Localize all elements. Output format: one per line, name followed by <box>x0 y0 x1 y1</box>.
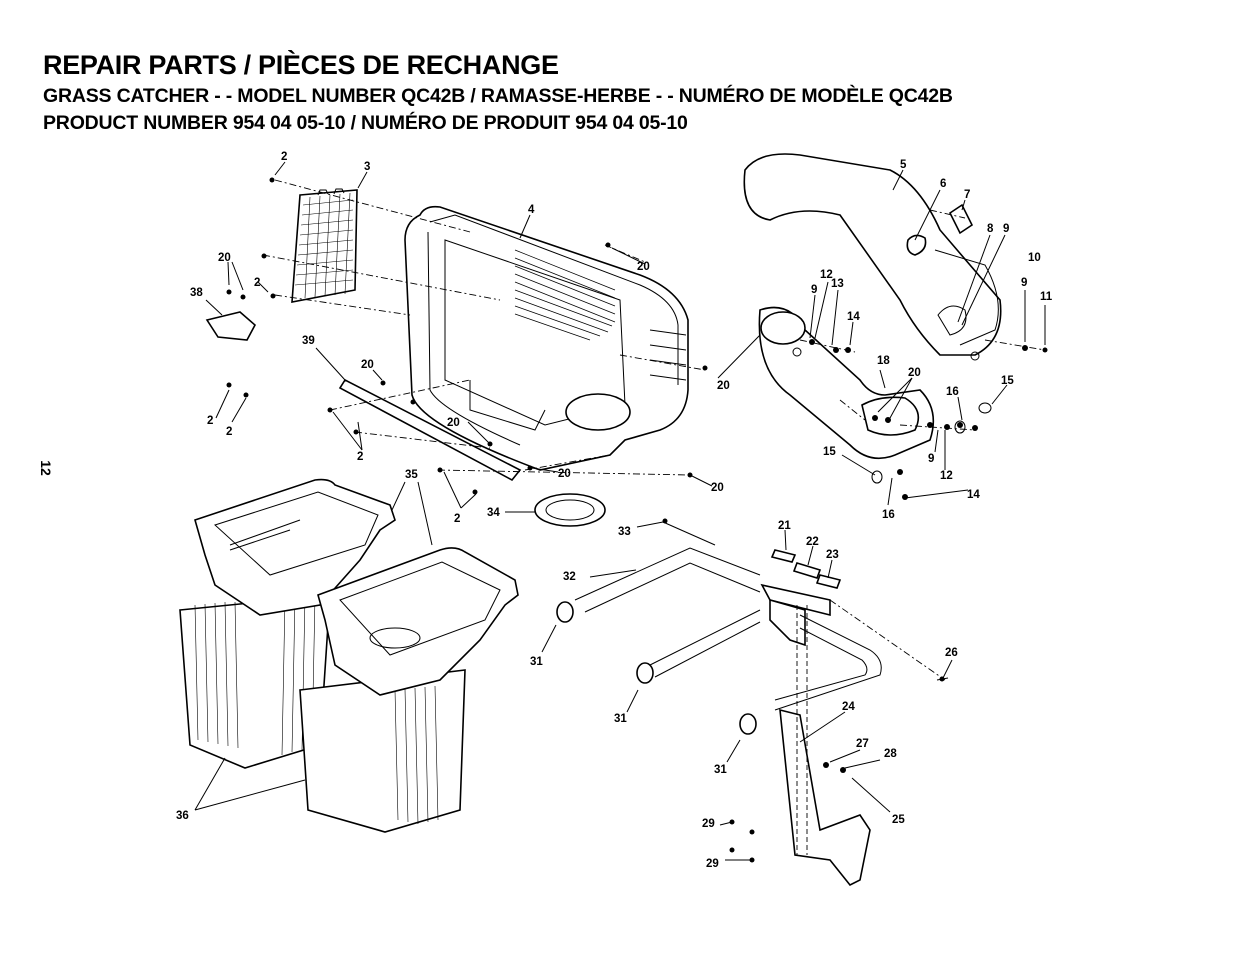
callout: 15 <box>823 446 836 458</box>
callout: 2 <box>357 451 363 463</box>
rod-part <box>662 521 716 546</box>
callout: 29 <box>702 818 715 830</box>
callout: 18 <box>877 355 890 367</box>
callout: 20 <box>558 468 571 480</box>
callout: 20 <box>361 359 374 371</box>
callout: 3 <box>364 161 370 173</box>
hardware-fasteners <box>226 177 1048 863</box>
callout: 8 <box>987 223 994 235</box>
page-title: REPAIR PARTS / PIÈCES DE RECHANGE <box>43 50 559 80</box>
callout: 36 <box>176 810 189 822</box>
catcher-housing <box>404 205 689 471</box>
callout: 13 <box>831 278 844 290</box>
callout: 14 <box>847 311 860 323</box>
callout: 7 <box>964 189 970 201</box>
mount-frame <box>556 547 882 887</box>
callout: 22 <box>806 536 819 548</box>
callout: 9 <box>928 453 934 465</box>
callout: 38 <box>190 287 203 299</box>
callout: 31 <box>530 656 543 668</box>
callout: 20 <box>717 380 730 392</box>
callout: 28 <box>884 748 897 760</box>
callout: 23 <box>826 549 839 561</box>
callout-numbers: 2 3 4 5 6 7 8 9 10 9 11 20 2 38 20 12 9 … <box>176 151 1053 870</box>
callout: 20 <box>637 261 650 273</box>
callout: 25 <box>892 814 905 826</box>
callout: 31 <box>714 764 727 776</box>
callout: 9 <box>1021 277 1027 289</box>
callout: 16 <box>882 509 895 521</box>
product-subtitle: PRODUCT NUMBER 954 04 05-10 / NUMÉRO DE … <box>43 112 688 134</box>
spring-parts <box>770 549 842 589</box>
callout: 4 <box>528 204 535 216</box>
callout: 26 <box>945 647 958 659</box>
model-subtitle: GRASS CATCHER - - MODEL NUMBER QC42B / R… <box>43 85 953 107</box>
callout: 2 <box>454 513 460 525</box>
collar-ring-part <box>534 493 606 527</box>
callout: 2 <box>207 415 213 427</box>
callout: 11 <box>1040 291 1053 303</box>
latch-part <box>948 203 974 235</box>
callout: 27 <box>856 738 869 750</box>
callout: 33 <box>618 526 631 538</box>
callout: 2 <box>281 151 287 163</box>
bag-right <box>299 547 519 833</box>
callout: 20 <box>711 482 724 494</box>
callout: 12 <box>940 470 953 482</box>
callout: 2 <box>254 277 260 289</box>
callout: 29 <box>706 858 719 870</box>
callout: 12 <box>820 269 833 281</box>
bag-left <box>179 478 396 769</box>
foam-seal-part <box>906 234 927 256</box>
callout: 14 <box>967 489 980 501</box>
callout: 15 <box>1001 375 1014 387</box>
callout: 39 <box>302 335 315 347</box>
callout: 20 <box>908 367 921 379</box>
callout: 34 <box>487 507 500 519</box>
discharge-chute <box>743 153 1002 356</box>
screen-part <box>291 188 358 303</box>
callout: 9 <box>1003 223 1009 235</box>
rail-strip-part <box>338 378 522 482</box>
callout: 31 <box>614 713 627 725</box>
callout: 6 <box>940 178 946 190</box>
callout: 5 <box>900 159 907 171</box>
callout: 20 <box>447 417 460 429</box>
callout: 10 <box>1028 252 1041 264</box>
bracket-part <box>205 311 257 341</box>
callout: 21 <box>778 520 791 532</box>
callout: 16 <box>946 386 959 398</box>
callout: 24 <box>842 701 855 713</box>
callout: 35 <box>405 469 418 481</box>
callout: 20 <box>218 252 231 264</box>
callout: 2 <box>226 426 232 438</box>
callout: 9 <box>811 284 817 296</box>
callout: 32 <box>563 571 576 583</box>
